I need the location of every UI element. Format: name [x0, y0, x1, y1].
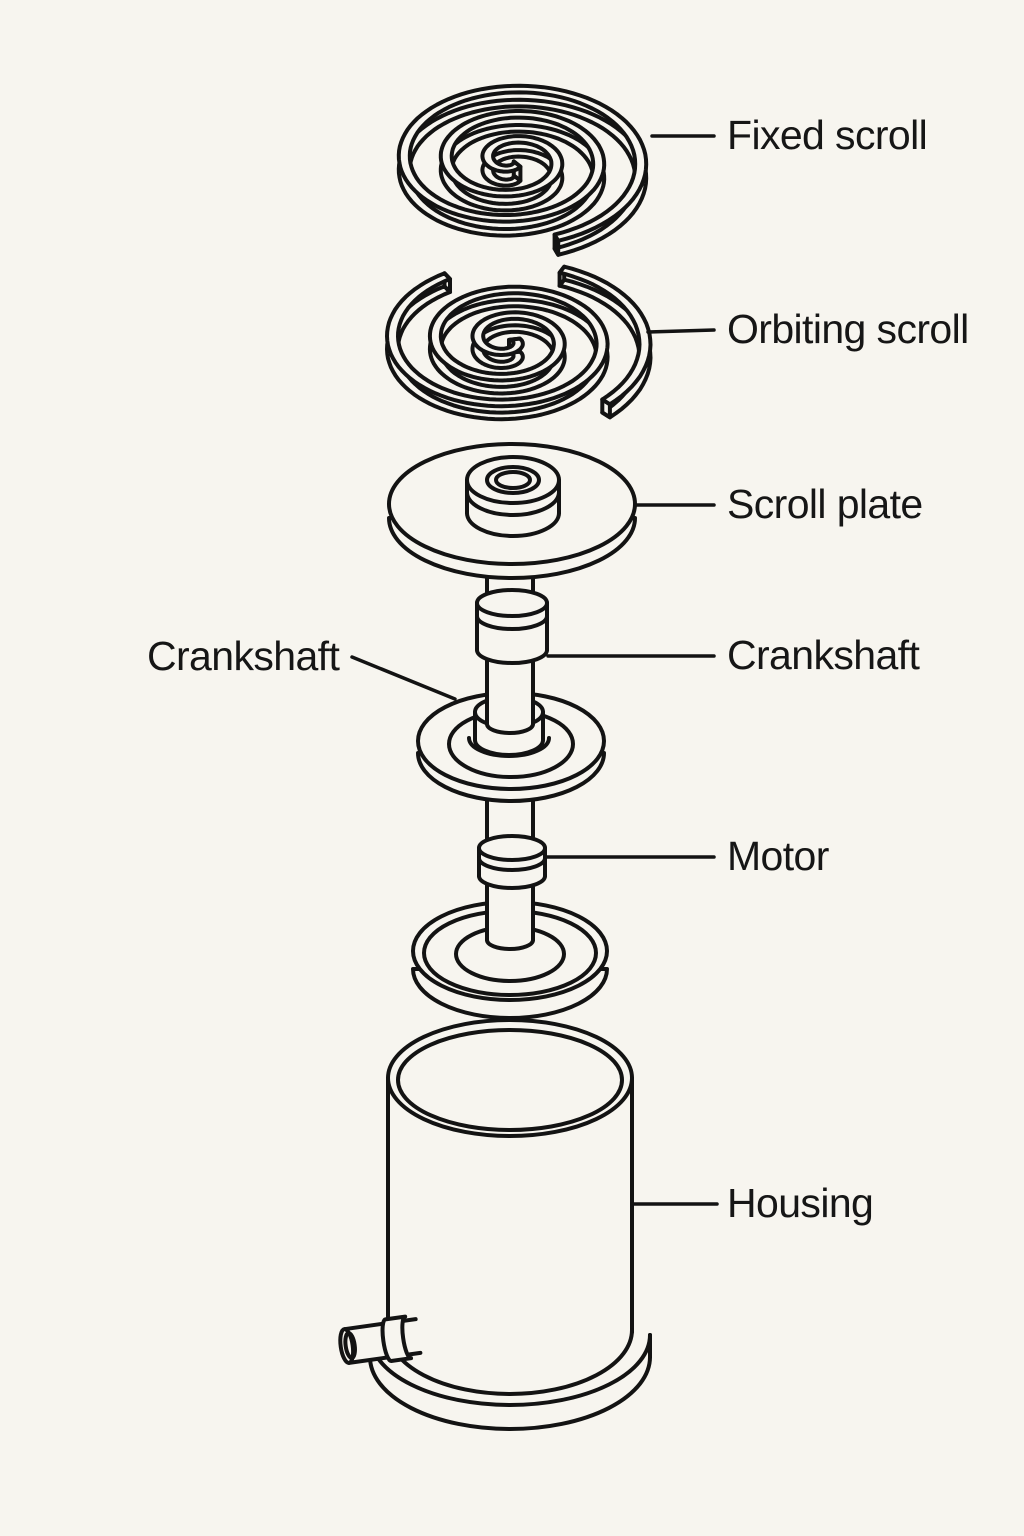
leader-orbiting-scroll	[646, 328, 716, 334]
label-crankshaft-left: Crankshaft	[147, 633, 340, 679]
label-fixed-scroll: Fixed scroll	[727, 112, 928, 158]
fixed-scroll-drawing	[396, 83, 649, 257]
housing-drawing	[338, 1018, 652, 1431]
label-crankshaft-right: Crankshaft	[727, 632, 920, 678]
scroll-plate-drawing	[387, 442, 637, 580]
leader-lines	[350, 134, 719, 1206]
pipe-port-drawing	[338, 1314, 423, 1365]
leader-crankshaft-left	[350, 655, 457, 701]
motor-drawing	[411, 834, 609, 1020]
label-motor: Motor	[727, 833, 829, 879]
label-housing: Housing	[727, 1180, 874, 1226]
label-scroll-plate: Scroll plate	[727, 481, 923, 527]
orbiting-scroll-drawing	[385, 264, 653, 422]
crankshaft-drawing	[416, 553, 606, 857]
label-orbiting-scroll: Orbiting scroll	[727, 306, 969, 352]
